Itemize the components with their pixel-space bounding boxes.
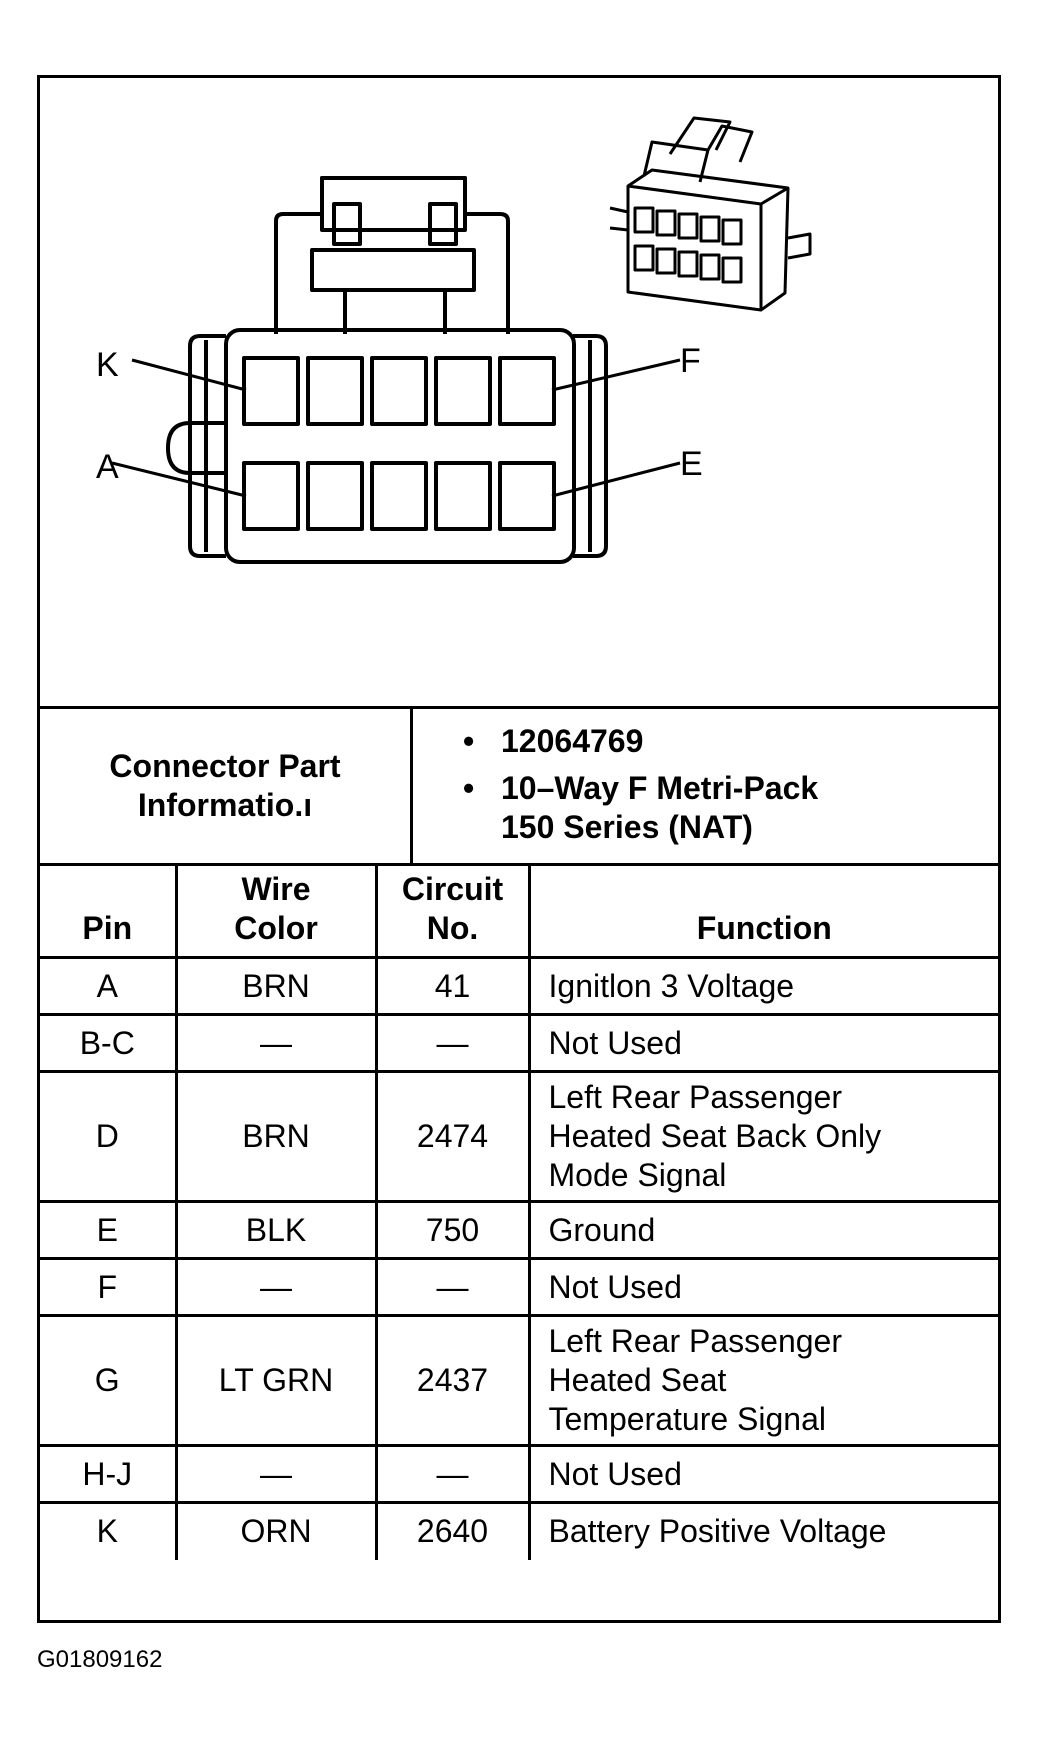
cell-pin: E	[40, 1200, 178, 1260]
connector-info-label-line2: Informatio.ı	[137, 787, 313, 823]
header-pin: Pin	[40, 863, 178, 959]
description-line1: 10–Way F Metri-Pack	[501, 770, 819, 806]
pin-label-a: A	[96, 448, 119, 486]
cell-circuit-no: —	[374, 1257, 531, 1317]
cell-wire-color: LT GRN	[174, 1314, 378, 1447]
description-line2: 150 Series (NAT)	[501, 809, 753, 845]
cell-function: Ignitlon 3 Voltage	[527, 956, 998, 1016]
header-function: Function	[527, 863, 998, 959]
cell-wire-color: —	[174, 1013, 378, 1073]
cell-pin: B-C	[40, 1013, 178, 1073]
pin-label-e: E	[680, 445, 703, 483]
connector-face-view	[166, 176, 608, 564]
function-line: Ground	[548, 1211, 656, 1248]
function-line: Left Rear Passenger	[548, 1079, 843, 1115]
pin-label-f: F	[680, 342, 701, 380]
function-line: Not Used	[548, 1024, 682, 1061]
table-row: H-J——Not Used	[40, 1444, 998, 1504]
cell-function: Not Used	[527, 1013, 998, 1073]
figure-id: G01809162	[37, 1646, 163, 1673]
cell-wire-color: BLK	[174, 1200, 378, 1260]
part-number: 12064769	[501, 723, 644, 759]
cell-circuit-no: 2640	[374, 1501, 531, 1560]
cell-pin: G	[40, 1314, 178, 1447]
cell-function: Battery Positive Voltage	[527, 1501, 998, 1560]
cell-pin: F	[40, 1257, 178, 1317]
pin-leader-lines	[111, 358, 681, 498]
cell-circuit-no: 2474	[374, 1070, 531, 1203]
function-line: Mode Signal	[548, 1157, 727, 1193]
function-line: Not Used	[548, 1455, 682, 1492]
cell-pin: H-J	[40, 1444, 178, 1504]
diagram-frame: K A F E Connector Part Informatio.ı • 12…	[37, 75, 1001, 1623]
connector-info-label-line1: Connector Part	[109, 748, 341, 784]
cell-wire-color: BRN	[174, 956, 378, 1016]
function-line: Battery Positive Voltage	[548, 1513, 887, 1550]
cell-function: Not Used	[527, 1257, 998, 1317]
function-line: Heated Seat Back Only	[548, 1118, 882, 1154]
connector-info-label: Connector Part Informatio.ı	[40, 709, 413, 863]
connector-drawing: K A F E	[96, 116, 812, 564]
function-line: Heated Seat	[548, 1362, 727, 1398]
cell-pin: D	[40, 1070, 178, 1203]
pin-label-k: K	[96, 346, 119, 384]
table-row: B-C——Not Used	[40, 1013, 998, 1073]
function-line: Left Rear Passenger	[548, 1323, 843, 1359]
cell-function: Not Used	[527, 1444, 998, 1504]
function-line: Ignitlon 3 Voltage	[548, 967, 795, 1004]
function-line: Temperature Signal	[548, 1401, 826, 1437]
cell-wire-color: BRN	[174, 1070, 378, 1203]
cell-circuit-no: 750	[374, 1200, 531, 1260]
function-line: Not Used	[548, 1268, 682, 1305]
cell-circuit-no: —	[374, 1444, 531, 1504]
cell-circuit-no: 41	[374, 956, 531, 1016]
cell-circuit-no: —	[374, 1013, 531, 1073]
table-row: F——Not Used	[40, 1257, 998, 1317]
connector-part-info: Connector Part Informatio.ı • 12064769 •…	[40, 706, 998, 863]
connector-info-values: • 12064769 • 10–Way F Metri-Pack 150 Ser…	[463, 723, 819, 845]
connector-isometric-view	[609, 116, 812, 312]
cell-circuit-no: 2437	[374, 1314, 531, 1447]
cell-pin: K	[40, 1501, 178, 1560]
cell-function: Ground	[527, 1200, 998, 1260]
cell-wire-color: ORN	[174, 1501, 378, 1560]
cell-wire-color: —	[174, 1444, 378, 1504]
cell-pin: A	[40, 956, 178, 1016]
cell-wire-color: —	[174, 1257, 378, 1317]
